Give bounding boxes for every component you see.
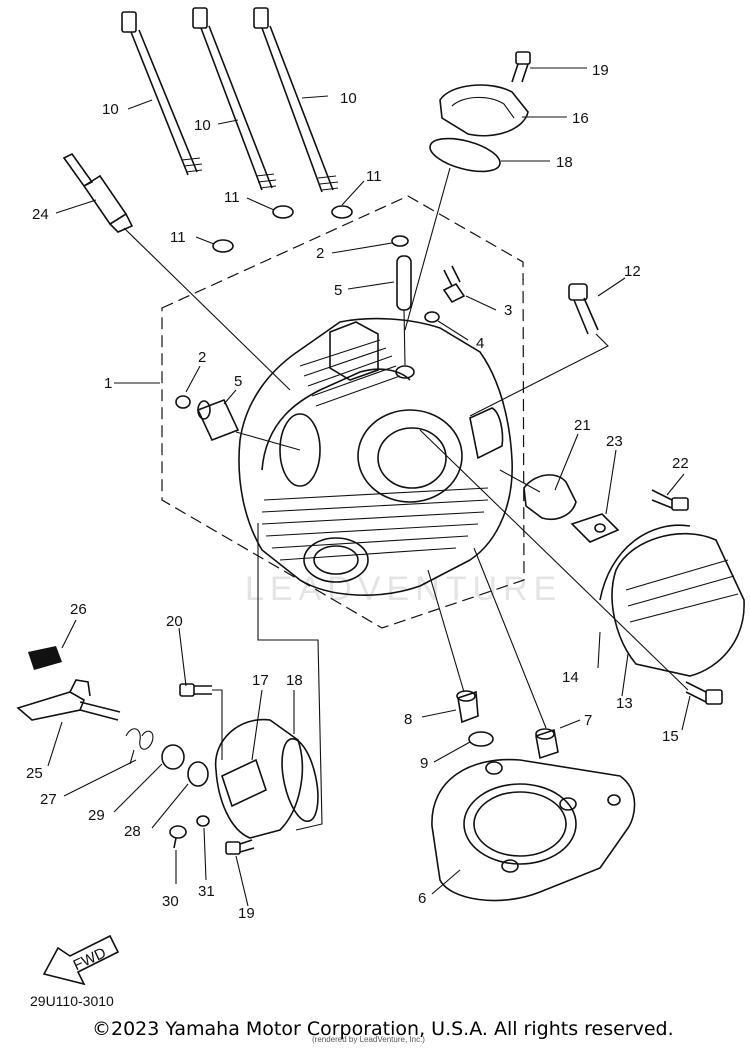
valve-guide-left — [196, 398, 240, 442]
cylinder-head — [238, 317, 513, 596]
callout-11-left: 11 — [170, 229, 186, 246]
callout-27: 27 — [40, 791, 57, 808]
cap-26 — [28, 646, 62, 670]
callout-25: 25 — [26, 765, 43, 782]
plug-30 — [169, 825, 187, 849]
bolt-20 — [179, 683, 212, 697]
o-ring-18-lower — [281, 737, 319, 823]
callout-22: 22 — [672, 455, 689, 472]
copyright-notice: ©2023 Yamaha Motor Corporation, U.S.A. A… — [92, 1018, 674, 1040]
callout-10-left: 10 — [102, 101, 119, 118]
dowel-pin-7 — [535, 728, 559, 760]
circlip-upper — [391, 235, 409, 247]
fwd-arrow — [42, 934, 120, 986]
washer-31 — [196, 815, 210, 827]
spark-plug-leader — [123, 227, 291, 391]
part-21 — [523, 474, 577, 520]
callout-14: 14 — [562, 669, 579, 686]
callout-7: 7 — [584, 712, 592, 729]
bolt-19-lower — [225, 839, 255, 855]
callout-1: 1 — [104, 375, 112, 392]
gasket-14 — [599, 524, 691, 601]
washer-4 — [424, 311, 440, 323]
oil-seal-28 — [187, 761, 209, 787]
dowel-pin-8 — [456, 690, 479, 724]
callout-19-top: 19 — [592, 62, 609, 79]
callout-16: 16 — [572, 110, 589, 127]
tensioner-boundary — [257, 523, 323, 831]
callout-11-right: 11 — [366, 168, 382, 185]
bolt-19-top — [511, 51, 531, 83]
washer-11-left — [212, 239, 234, 253]
callout-10-middle: 10 — [194, 117, 211, 134]
watermark: LEADVENTURE — [245, 570, 563, 608]
callout-5-upper: 5 — [334, 282, 342, 299]
callout-2-upper: 2 — [316, 245, 324, 262]
callout-13: 13 — [616, 695, 633, 712]
side-cover-13 — [611, 532, 745, 677]
o-ring-18-top — [429, 137, 501, 173]
callout-9: 9 — [420, 755, 428, 772]
callout-24: 24 — [32, 206, 49, 223]
callout-10-right: 10 — [340, 90, 357, 107]
washer-29 — [161, 744, 185, 770]
callout-18-top: 18 — [556, 154, 573, 171]
bolt-12 — [568, 283, 599, 335]
callout-6: 6 — [418, 890, 426, 907]
part-23 — [570, 513, 620, 543]
housing-17 — [214, 718, 304, 839]
bolt-22 — [651, 489, 689, 511]
stud-bolt-right — [253, 7, 339, 193]
tappet-cover-16 — [439, 84, 529, 137]
callout-21: 21 — [574, 417, 591, 434]
bolt-3 — [442, 265, 466, 304]
cylinder-gasket-6 — [431, 758, 636, 902]
fwd-label: FWD — [71, 944, 109, 974]
callout-2-left: 2 — [198, 349, 206, 366]
drawing-code: 29U110-3010 — [30, 993, 114, 1009]
callout-31: 31 — [198, 883, 215, 900]
callout-11-middle: 11 — [224, 189, 240, 206]
washer-11-mid — [272, 205, 294, 219]
callout-8: 8 — [404, 711, 412, 728]
bolt-15 — [685, 681, 723, 705]
spring-27 — [125, 728, 154, 765]
callout-29: 29 — [88, 807, 105, 824]
spark-plug — [62, 152, 134, 233]
washer-9 — [468, 731, 494, 747]
callout-5-left: 5 — [234, 373, 242, 390]
circlip-left — [175, 395, 191, 409]
renderer-note: (rendered by LeadVenture, Inc.) — [312, 1035, 425, 1044]
callout-28: 28 — [124, 823, 141, 840]
head-assembly-boundary — [161, 195, 525, 629]
callout-labels: 19 16 18 10 10 10 11 11 11 24 2 5 3 4 12… — [26, 62, 689, 922]
leader-lines — [47, 67, 691, 907]
callout-3: 3 — [504, 302, 512, 319]
callout-20: 20 — [166, 613, 183, 630]
callout-4: 4 — [476, 335, 484, 352]
callout-15: 15 — [662, 728, 679, 745]
callout-30: 30 — [162, 893, 179, 910]
stud-bolt-left — [121, 11, 203, 176]
callout-23: 23 — [606, 433, 623, 450]
valve-guide-upper — [396, 255, 412, 311]
callout-19-lower: 19 — [238, 905, 255, 922]
callout-26: 26 — [70, 601, 87, 618]
callout-18-lower: 18 — [286, 672, 303, 689]
stud-bolt-middle — [192, 7, 277, 191]
callout-17: 17 — [252, 672, 269, 689]
lever-25 — [16, 679, 121, 721]
callout-12: 12 — [624, 263, 641, 280]
washer-11-right — [331, 205, 353, 219]
